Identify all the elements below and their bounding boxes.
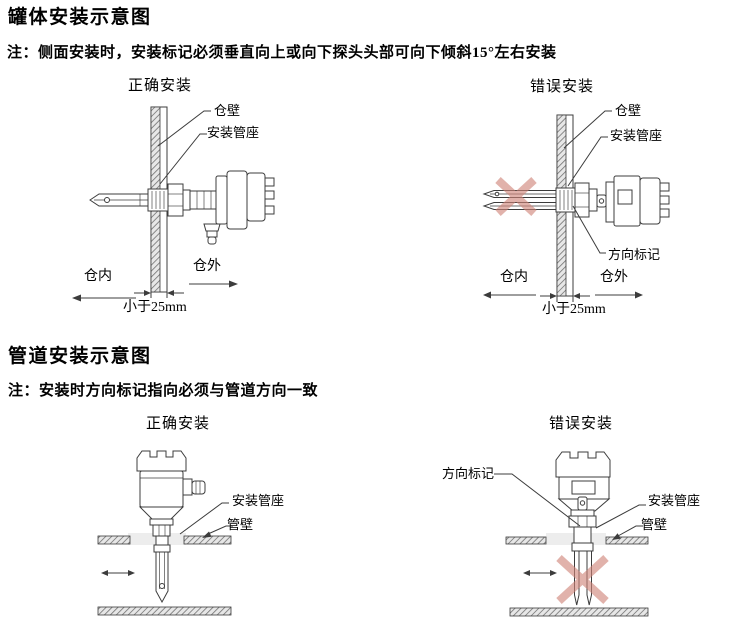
tank-section-note: 注：侧面安装时，安装标记必须垂直向上或向下探头头部可向下倾斜15°左右安装: [7, 45, 557, 61]
flow-direction-arrow-icon: [101, 570, 135, 576]
flow-direction-arrow-icon: [523, 570, 557, 576]
tank-correct-inside-label: 仓内: [84, 269, 112, 284]
outside-arrow-icon: [595, 291, 643, 299]
sensor-side-view-graphic: [89, 170, 275, 245]
pipe-correct-wall-label: 管壁: [227, 517, 254, 532]
sensor-front-view-graphic: [482, 175, 670, 227]
pipe-wrong-title: 错误安装: [549, 416, 614, 432]
tank-wrong-thickness-label: 小于25mm: [542, 302, 606, 317]
thickness-dimension-arrows: [134, 290, 184, 296]
direction-mark-graphic: [577, 496, 588, 511]
tank-wrong-socket-label: 安装管座: [610, 128, 663, 143]
socket-leader-line: [179, 502, 229, 535]
error-x-icon: [556, 555, 609, 604]
pipe-wall-leader-line: [202, 525, 233, 538]
tank-section-heading: 罐体安装示意图: [8, 7, 152, 28]
pipe-correct-socket-label: 安装管座: [232, 493, 285, 508]
inside-arrow-icon: [483, 291, 536, 299]
tank-wrong-title: 错误安装: [530, 79, 595, 95]
fork-blade-graphic: [155, 551, 169, 604]
tank-correct-diagram: [72, 106, 275, 302]
sensor-front-view-graphic: [555, 451, 611, 606]
direction-mark-graphic: [596, 194, 607, 208]
inside-arrow-icon: [72, 294, 136, 302]
tank-wrong-inside-label: 仓内: [500, 270, 528, 285]
wall-leader-line: [563, 110, 612, 149]
tank-correct-outside-label: 仓外: [193, 259, 221, 274]
socket-leader-line: [595, 504, 646, 529]
tank-wrong-outside-label: 仓外: [600, 270, 628, 285]
thickness-dimension-arrows: [540, 293, 590, 299]
pipe-wrong-wall-label: 管壁: [641, 517, 668, 532]
cable-gland-graphic: [182, 478, 206, 496]
pipe-wrong-socket-label: 安装管座: [648, 493, 701, 508]
socket-leader-line: [567, 136, 608, 187]
socket-leader-line: [159, 133, 207, 185]
tank-correct-title: 正确安装: [128, 78, 193, 94]
pipe-correct-diagram: [97, 450, 233, 616]
sensor-vertical-graphic: [136, 450, 206, 604]
direction-mark-leader-line: [572, 205, 606, 254]
tank-wrong-diagram: [482, 110, 670, 302]
tank-correct-thickness-label: 小于25mm: [123, 300, 187, 315]
cable-gland-graphic: [203, 223, 221, 245]
wall-leader-line: [157, 110, 211, 147]
pipe-wrong-direction-label: 方向标记: [442, 466, 495, 481]
pipe-section-heading: 管道安装示意图: [8, 346, 152, 367]
tank-correct-socket-label: 安装管座: [207, 125, 260, 140]
pipe-correct-title: 正确安装: [146, 416, 211, 432]
pipe-section-note: 注：安装时方向标记指向必须与管道方向一致: [8, 383, 319, 399]
tank-wrong-direction-label: 方向标记: [608, 247, 661, 262]
tank-correct-wall-label: 仓壁: [214, 103, 241, 118]
tank-wrong-wall-label: 仓壁: [615, 103, 642, 118]
outside-arrow-icon: [189, 280, 238, 288]
direction-mark-leader-line: [494, 473, 581, 527]
pipe-wall-leader-line: [612, 525, 643, 540]
error-x-icon: [495, 177, 537, 216]
pipe-wrong-diagram: [494, 451, 649, 617]
